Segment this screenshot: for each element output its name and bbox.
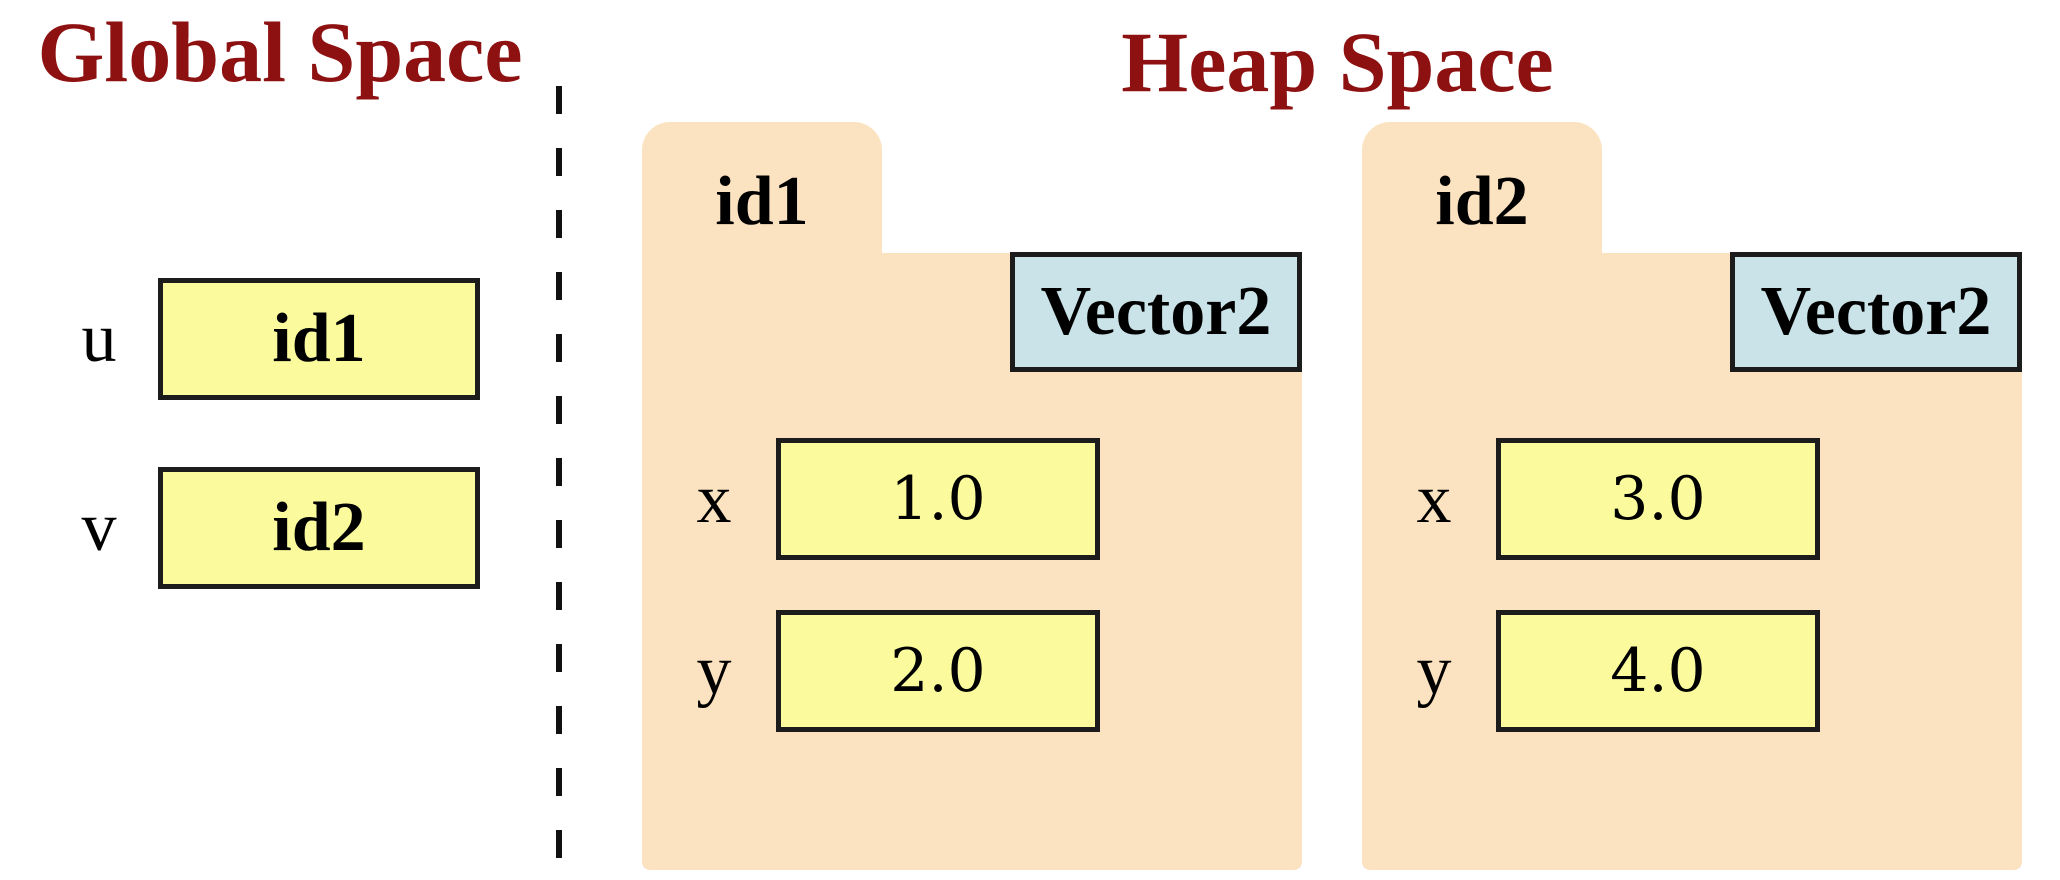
object-id1-field-box-x: 1.0 (776, 438, 1100, 560)
variable-row-u: u id1 (40, 278, 480, 400)
object-id2-field-box-y: 4.0 (1496, 610, 1820, 732)
object-id2-type-box: Vector2 (1730, 252, 2022, 372)
object-id1-field-value-x: 1.0 (890, 464, 986, 534)
object-id2-field-name-y: y (1416, 632, 1452, 709)
object-id2-tab: id2 (1362, 122, 1602, 253)
global-heap-divider (556, 86, 562, 880)
object-id1-field-box-y: 2.0 (776, 610, 1100, 732)
variable-value-v: id2 (272, 489, 366, 566)
variable-name-v: v (81, 489, 117, 566)
object-id1-label: id1 (715, 162, 809, 240)
object-id1-type-box: Vector2 (1010, 252, 1302, 372)
variable-name-u: u (81, 300, 117, 377)
global-space-heading: Global Space (37, 4, 523, 100)
object-id2-field-value-y: 4.0 (1610, 636, 1706, 706)
object-id1-field-name-y: y (696, 632, 732, 709)
object-id2-type-label: Vector2 (1760, 273, 1992, 350)
object-id2-field-box-x: 3.0 (1496, 438, 1820, 560)
variable-value-box-v: id2 (158, 467, 480, 589)
object-id1-field-value-y: 2.0 (890, 636, 986, 706)
variable-value-box-u: id1 (158, 278, 480, 400)
heap-space-heading: Heap Space (1121, 14, 1554, 110)
heap-object-id2: id2 Vector2 x 3.0 y 4.0 (1362, 122, 2022, 870)
object-id1-tab: id1 (642, 122, 882, 253)
object-id2-field-value-x: 3.0 (1610, 464, 1706, 534)
object-id2-field-name-x: x (1416, 461, 1452, 538)
heap-object-id1: id1 Vector2 x 1.0 y 2.0 (642, 122, 1302, 870)
object-id1-field-name-x: x (696, 461, 732, 538)
variable-row-v: v id2 (40, 467, 480, 589)
variable-value-u: id1 (272, 300, 366, 377)
object-id2-label: id2 (1435, 162, 1529, 240)
object-id1-type-label: Vector2 (1040, 273, 1272, 350)
